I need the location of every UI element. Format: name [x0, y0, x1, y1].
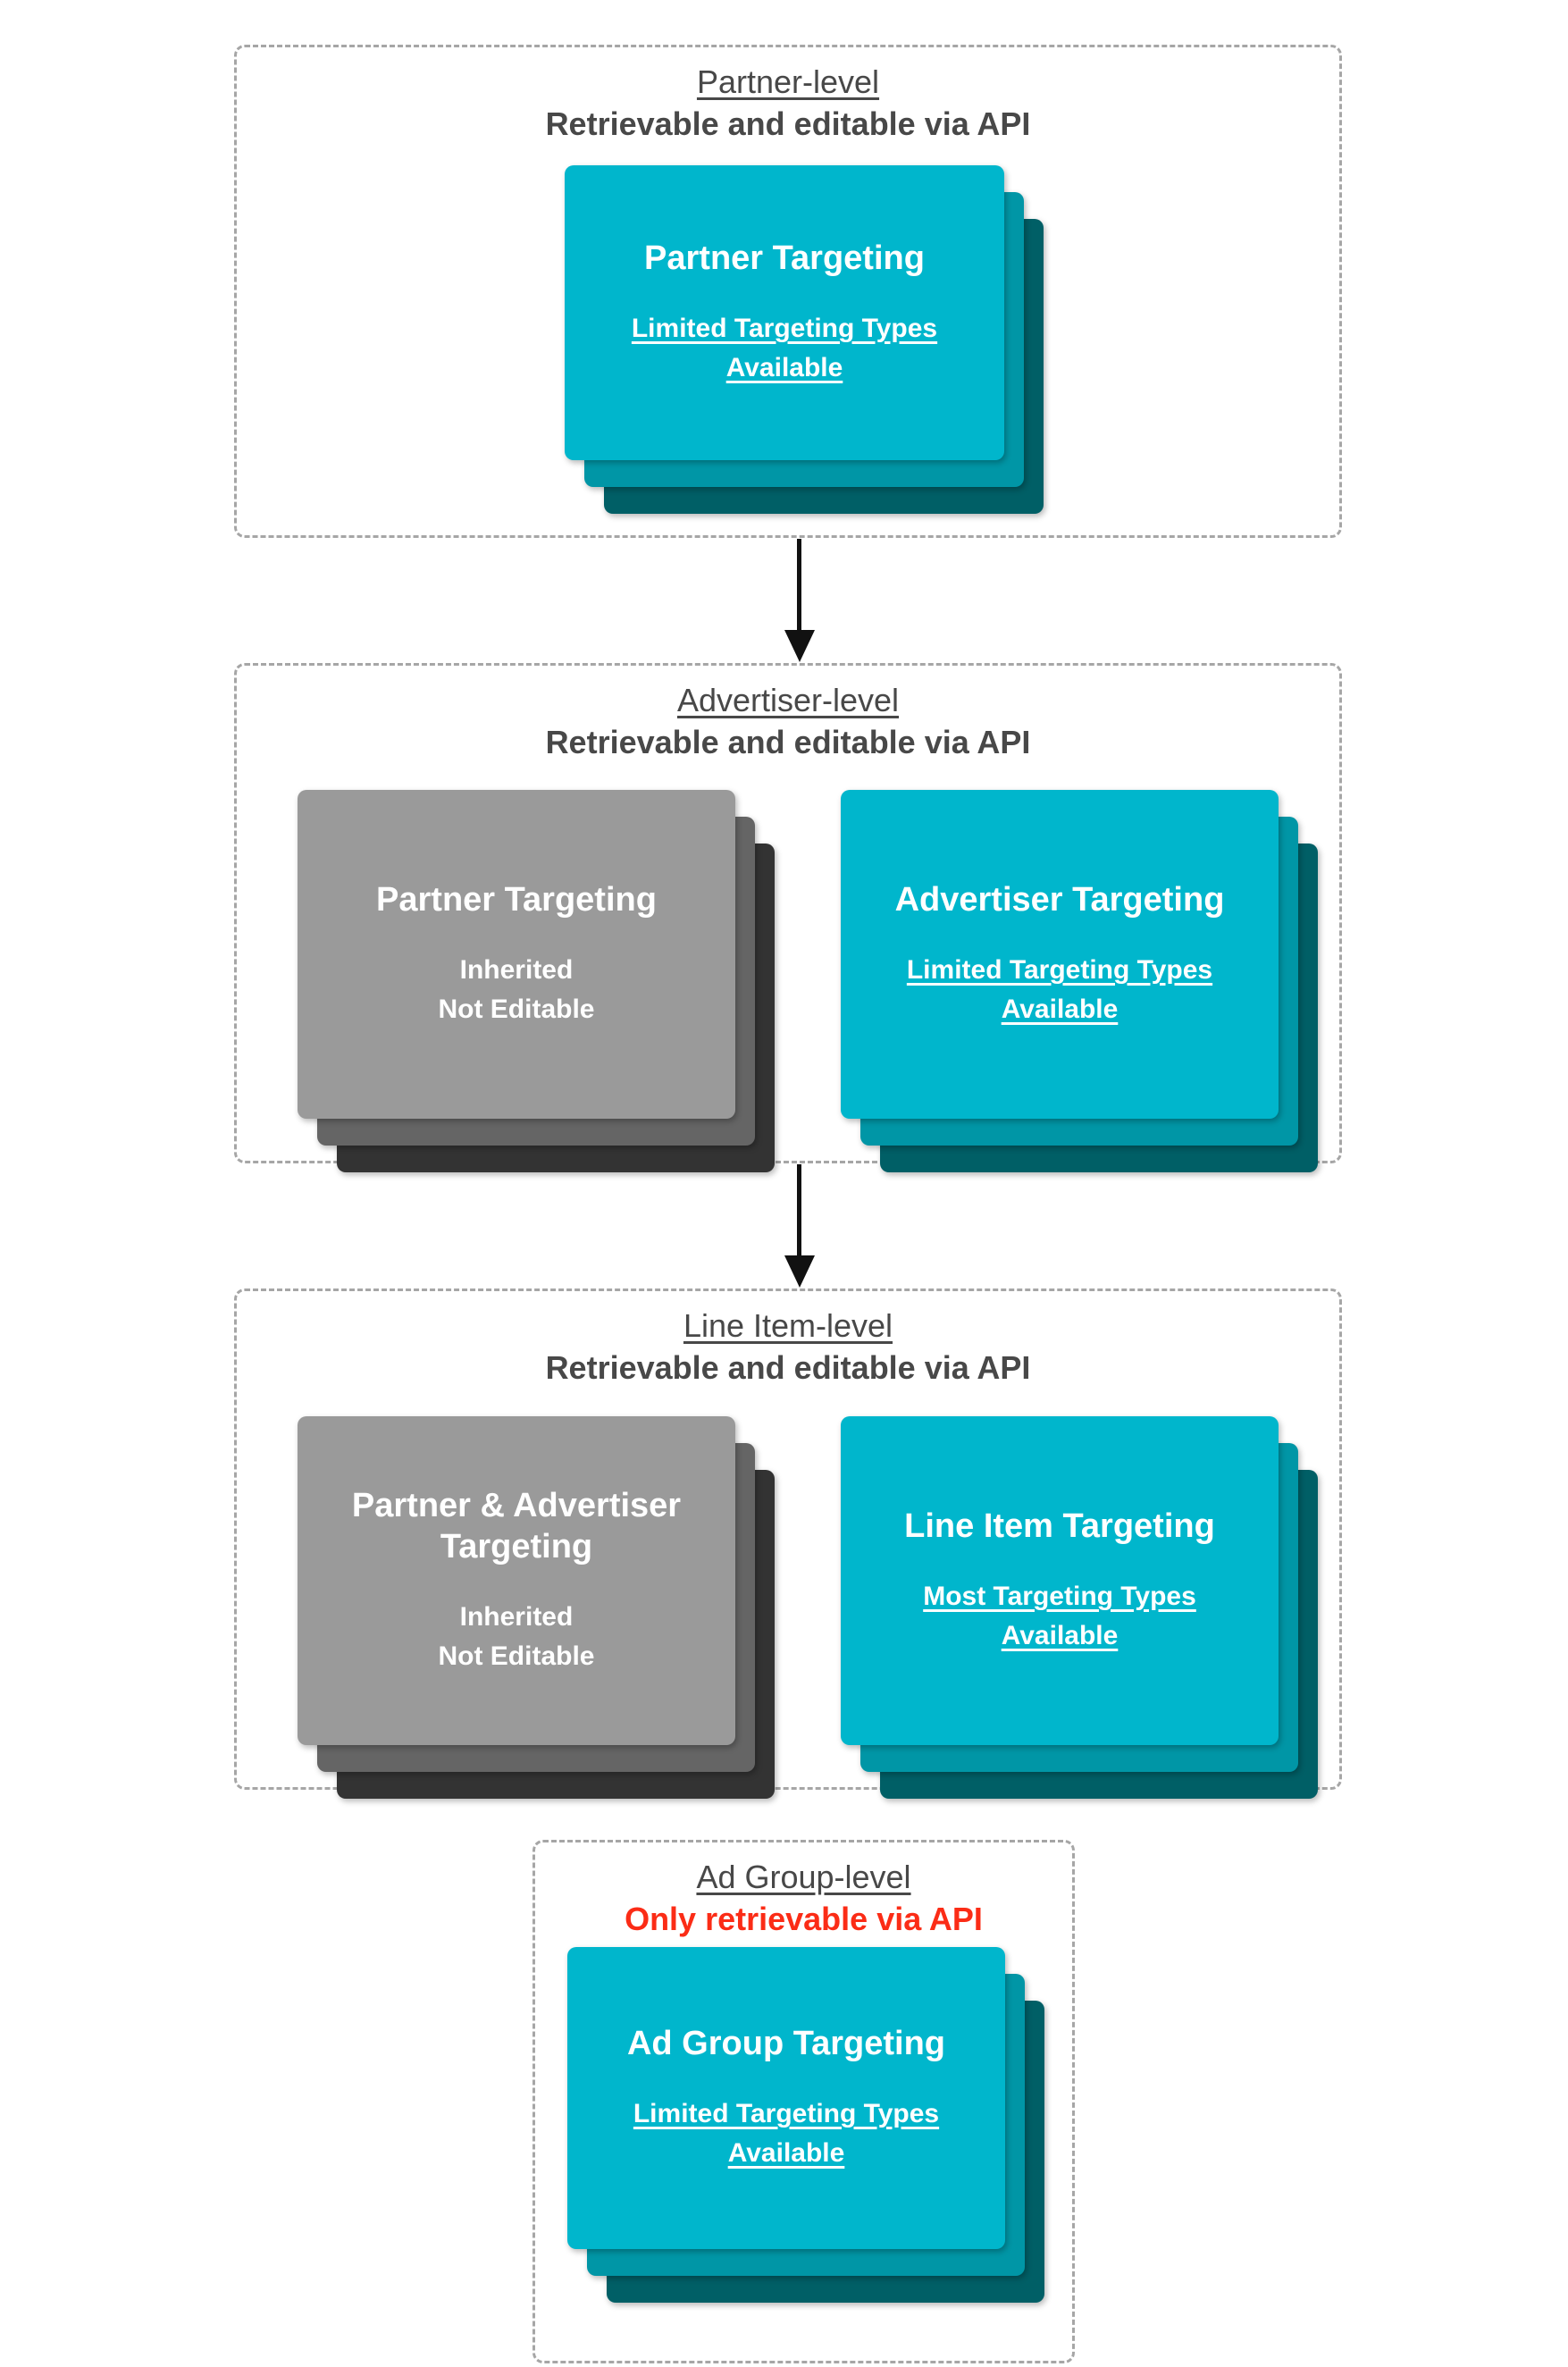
- card-subtitle: Inherited Not Editable: [438, 1598, 594, 1675]
- card-subtitle-line: Not Editable: [438, 1641, 595, 1671]
- advertiser-targeting-card: Advertiser Targeting Limited Targeting T…: [841, 790, 1279, 1119]
- line-item-level-header: Line Item-level Retrievable and editable…: [237, 1305, 1339, 1389]
- section-line-item-level: Line Item-level Retrievable and editable…: [234, 1288, 1342, 1799]
- card-title: Partner Targeting: [376, 880, 657, 919]
- partner-targeting-card: Partner Targeting Limited Targeting Type…: [565, 165, 1004, 460]
- ad-group-targeting-card: Ad Group Targeting Limited Targeting Typ…: [567, 1947, 1005, 2249]
- card-title: Partner & Advertiser Targeting: [351, 1486, 682, 1565]
- section-partner-level: Partner-level Retrievable and editable v…: [234, 45, 1342, 538]
- card-subtitle-link[interactable]: Most Targeting Types Available: [923, 1582, 1196, 1650]
- advertiser-level-subtitle: Retrievable and editable via API: [545, 723, 1031, 760]
- section-ad-group-level: Ad Group-level Only retrievable via API …: [532, 1840, 1075, 2363]
- ad-group-level-header: Ad Group-level Only retrievable via API: [535, 1857, 1072, 1941]
- line-item-targeting-card: Line Item Targeting Most Targeting Types…: [841, 1416, 1279, 1745]
- advertiser-level-title: Advertiser-level: [676, 682, 900, 718]
- line-item-level-subtitle: Retrievable and editable via API: [545, 1348, 1031, 1386]
- card-subtitle-line: Inherited: [459, 955, 574, 986]
- advertiser-level-header: Advertiser-level Retrievable and editabl…: [237, 680, 1339, 764]
- card-title: Partner Targeting: [644, 239, 925, 277]
- flow-arrow-advertiser-to-lineitem: [797, 1164, 801, 1256]
- card-title: Advertiser Targeting: [894, 880, 1225, 919]
- card-title: Ad Group Targeting: [626, 2024, 946, 2062]
- line-item-level-title: Line Item-level: [683, 1307, 893, 1344]
- section-advertiser-level: Advertiser-level Retrievable and editabl…: [234, 663, 1342, 1172]
- ad-group-level-title: Ad Group-level: [696, 1859, 911, 1895]
- card-subtitle-link[interactable]: Limited Targeting Types Available: [906, 955, 1213, 1024]
- card-subtitle-link[interactable]: Limited Targeting Types Available: [631, 314, 938, 382]
- partner-level-title: Partner-level: [696, 63, 880, 100]
- card-subtitle: Inherited Not Editable: [438, 951, 594, 1028]
- inherited-partner-targeting-card: Partner Targeting Inherited Not Editable: [298, 790, 735, 1119]
- inherited-partner-advertiser-targeting-card: Partner & Advertiser Targeting Inherited…: [298, 1416, 735, 1745]
- card-subtitle-line: Not Editable: [438, 994, 595, 1024]
- flow-arrow-partner-to-advertiser: [797, 539, 801, 631]
- card-subtitle-link[interactable]: Limited Targeting Types Available: [633, 2099, 940, 2168]
- partner-level-header: Partner-level Retrievable and editable v…: [237, 62, 1339, 146]
- flow-arrowhead-partner-to-advertiser: [784, 630, 815, 662]
- card-subtitle-line: Inherited: [459, 1602, 574, 1633]
- ad-group-level-subtitle: Only retrievable via API: [625, 1900, 983, 1937]
- partner-level-subtitle: Retrievable and editable via API: [545, 105, 1031, 142]
- flow-arrowhead-advertiser-to-lineitem: [784, 1255, 815, 1288]
- card-title: Line Item Targeting: [904, 1507, 1215, 1545]
